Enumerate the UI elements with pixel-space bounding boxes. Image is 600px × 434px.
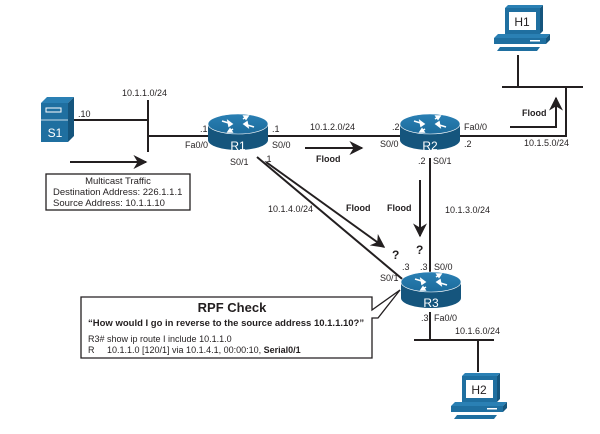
rpf-title: RPF Check	[198, 300, 267, 315]
device-label-h1: H1	[514, 15, 530, 29]
rpf-route-prefix: R 10.1.1.0 [120/1] via 10.1.4.1, 00:00:1…	[88, 345, 264, 355]
router-r3[interactable]: R3	[400, 271, 462, 310]
flood-label-r1-r2: Flood	[316, 154, 341, 164]
flood-arrow-r2-h1	[510, 96, 563, 128]
flood-label-r1-r3: Flood	[346, 203, 371, 213]
device-label-r2: R2	[422, 139, 438, 153]
ip-label-r1-s00: .1	[272, 124, 280, 134]
iface-label-r2-fa00: Fa0/0	[464, 122, 487, 132]
iface-label-r3-s01: S0/1	[380, 273, 399, 283]
subnet-label-10-1-5-0: 10.1.5.0/24	[524, 138, 569, 148]
question-mark-s01: ?	[392, 248, 399, 262]
iface-label-r1-s01: S0/1	[230, 157, 249, 167]
host-h2[interactable]: H2	[451, 373, 507, 419]
ip-label-r1-s01: .1	[264, 154, 272, 164]
router-r2[interactable]: R2	[399, 113, 461, 153]
link-r2-segment-10-1-5-0	[460, 87, 567, 137]
subnet-label-10-1-2-0: 10.1.2.0/24	[310, 122, 355, 132]
ip-label-r2-s01: .2	[418, 156, 426, 166]
subnet-label-10-1-3-0: 10.1.3.0/24	[445, 205, 490, 215]
multicast-destination: Destination Address: 226.1.1.1	[53, 187, 182, 198]
multicast-title: Multicast Traffic	[85, 176, 151, 187]
ip-label-r3-s01: .3	[402, 262, 410, 272]
flood-label-r2-h1: Flood	[522, 108, 547, 118]
router-icon	[399, 113, 461, 150]
ip-label-r3-s00: .3	[420, 262, 428, 272]
iface-label-r1-s00: S0/0	[272, 140, 291, 150]
device-label-r3: R3	[423, 296, 439, 310]
rpf-route-interface: Serial0/1	[264, 345, 301, 355]
iface-label-r2-s00: S0/0	[380, 139, 399, 149]
flood-label-r2-r3: Flood	[387, 203, 412, 213]
iface-label-r3-fa00: Fa0/0	[434, 313, 457, 323]
host-h1[interactable]: H1	[494, 5, 550, 51]
rpf-command: R3# show ip route I include 10.1.1.0	[88, 334, 232, 344]
ip-label-r1-fa00: .1	[200, 124, 208, 134]
flood-arrow-r1-r3	[265, 161, 386, 248]
subnet-label-10-1-6-0: 10.1.6.0/24	[455, 326, 500, 336]
router-icon	[207, 113, 269, 150]
rpf-question: “How would I go in reverse to the source…	[88, 318, 364, 329]
workstation-icon	[451, 373, 507, 419]
multicast-source: Source Address: 10.1.1.10	[53, 198, 165, 209]
iface-label-r3-s00: S0/0	[434, 262, 453, 272]
ip-label-r2-fa00: .2	[464, 139, 472, 149]
rpf-route-entry: R 10.1.1.0 [120/1] via 10.1.4.1, 00:00:1…	[88, 345, 301, 355]
link-r1-r3	[256, 156, 408, 284]
ip-label-r3-fa00: .3	[421, 313, 429, 323]
subnet-label-10-1-4-0: 10.1.4.0/24	[268, 204, 313, 214]
workstation-icon	[494, 5, 550, 51]
rpf-check-callout: RPF Check “How would I go in reverse to …	[80, 289, 401, 359]
iface-label-r2-s01: S0/1	[433, 156, 452, 166]
iface-label-r1-fa00: Fa0/0	[185, 140, 208, 150]
device-label-h2: H2	[471, 383, 487, 397]
router-r1[interactable]: R1	[207, 113, 269, 153]
question-mark-s00: ?	[416, 243, 423, 257]
multicast-traffic-box: Multicast Traffic Destination Address: 2…	[45, 173, 191, 211]
router-icon	[400, 271, 462, 308]
server-icon	[41, 97, 74, 142]
subnet-label-10-1-1-0: 10.1.1.0/24	[122, 88, 167, 98]
ip-label-s1: .10	[78, 109, 91, 119]
ip-label-r2-s00: .2	[392, 122, 400, 132]
server-s1[interactable]: S1	[41, 97, 74, 142]
device-label-s1: S1	[48, 126, 63, 140]
device-label-r1: R1	[230, 139, 246, 153]
